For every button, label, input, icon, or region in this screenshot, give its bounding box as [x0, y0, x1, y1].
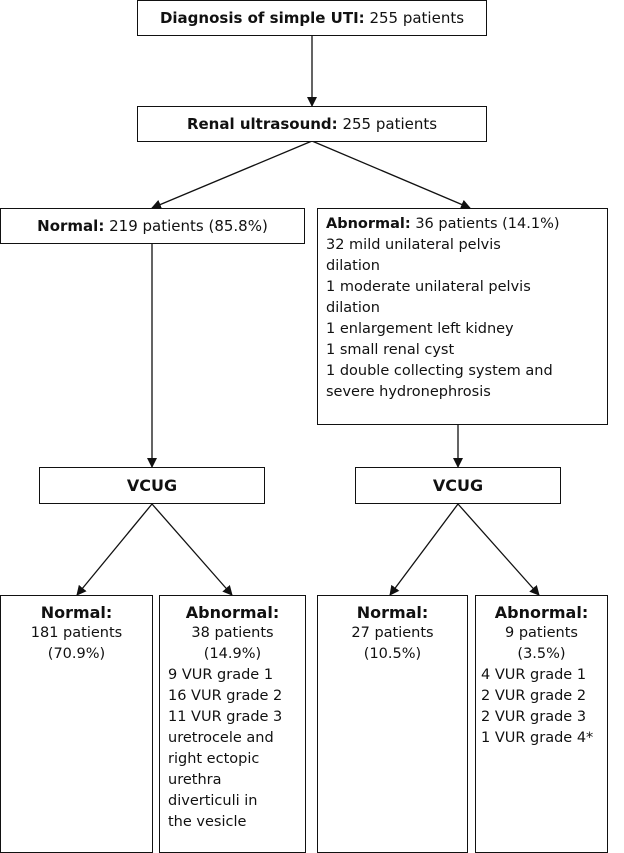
leaf-line: 27 patients: [351, 625, 434, 641]
vcug-right-normal-box: Normal: 27 patients (10.5%): [317, 595, 468, 853]
normal-value: 219 patients (85.8%): [109, 217, 268, 235]
vcug-left-box: VCUG: [39, 467, 265, 504]
leaf-line: (70.9%): [47, 646, 106, 662]
leaf-list-item: 1 VUR grade 4*: [481, 730, 594, 746]
abnormal-finding: dilation: [326, 258, 380, 274]
leaf-list-item: 9 VUR grade 1: [168, 667, 274, 683]
leaf-list-item: 4 VUR grade 1: [481, 667, 587, 683]
leaf-title: Normal:: [40, 603, 113, 622]
diagnosis-box: Diagnosis of simple UTI: 255 patients: [137, 0, 487, 36]
leaf-line: 9 patients: [505, 625, 578, 641]
ultrasound-value: 255 patients: [342, 115, 438, 133]
leaf-title: Abnormal:: [494, 603, 589, 622]
leaf-line: (14.9%): [203, 646, 262, 662]
leaf-title: Normal:: [356, 603, 429, 622]
abnormal-finding: severe hydronephrosis: [326, 384, 491, 400]
arrow-vcug-right-to-abnormal: [457, 503, 540, 596]
arrow-ultrasound-to-normal: [151, 140, 313, 210]
vcug-left-abnormal-box: Abnormal: 38 patients (14.9%) 9 VUR grad…: [159, 595, 306, 853]
ultrasound-label: Renal ultrasound:: [186, 115, 338, 133]
normal-label: Normal:: [37, 217, 105, 235]
abnormal-finding: dilation: [326, 300, 380, 316]
arrow-vcug-left-to-normal: [76, 503, 153, 596]
vcug-left-normal-box: Normal: 181 patients (70.9%): [0, 595, 153, 853]
diagnosis-value: 255 patients: [369, 9, 465, 27]
leaf-list-item: urethra: [168, 772, 222, 788]
leaf-list-item: 11 VUR grade 3: [168, 709, 283, 725]
leaf-list-item: 2 VUR grade 2: [481, 688, 587, 704]
leaf-list-item: uretrocele and: [168, 730, 274, 746]
leaf-list-item: diverticuli in: [168, 793, 258, 809]
arrow-vcug-right-to-normal: [389, 503, 459, 596]
vcug-right-label: VCUG: [432, 476, 484, 495]
vcug-right-box: VCUG: [355, 467, 561, 504]
leaf-line: 181 patients: [30, 625, 123, 641]
abnormal-value: 36 patients (14.1%): [415, 216, 560, 232]
leaf-line: (10.5%): [363, 646, 422, 662]
abnormal-ultrasound-box: Abnormal: 36 patients (14.1%) 32 mild un…: [317, 208, 608, 425]
leaf-list-item: 16 VUR grade 2: [168, 688, 283, 704]
vcug-left-label: VCUG: [126, 476, 178, 495]
abnormal-finding: 1 double collecting system and: [326, 363, 553, 379]
abnormal-finding: 1 small renal cyst: [326, 342, 455, 358]
abnormal-finding: 1 moderate unilateral pelvis: [326, 279, 531, 295]
diagnosis-label: Diagnosis of simple UTI:: [159, 9, 365, 27]
vcug-right-abnormal-box: Abnormal: 9 patients (3.5%) 4 VUR grade …: [475, 595, 608, 853]
renal-ultrasound-box: Renal ultrasound: 255 patients: [137, 106, 487, 142]
leaf-list-item: 2 VUR grade 3: [481, 709, 587, 725]
arrow-vcug-left-to-abnormal: [151, 503, 233, 596]
normal-ultrasound-box: Normal: 219 patients (85.8%): [0, 208, 305, 244]
leaf-list-item: right ectopic: [168, 751, 260, 767]
leaf-title: Abnormal:: [185, 603, 280, 622]
abnormal-finding: 32 mild unilateral pelvis: [326, 237, 501, 253]
arrow-ultrasound-to-abnormal: [311, 140, 471, 210]
abnormal-label: Abnormal:: [326, 216, 411, 232]
abnormal-finding: 1 enlargement left kidney: [326, 321, 514, 337]
leaf-list-item: the vesicle: [168, 814, 247, 830]
leaf-line: (3.5%): [517, 646, 566, 662]
leaf-line: 38 patients: [191, 625, 274, 641]
